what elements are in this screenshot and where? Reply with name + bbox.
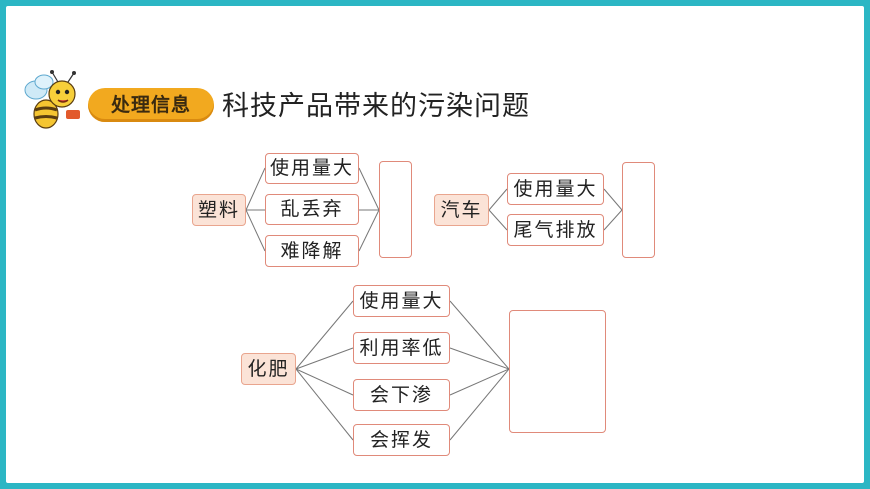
fertilizer-cause-3: 会下渗 — [353, 379, 450, 411]
fertilizer-answer-box[interactable] — [509, 310, 606, 433]
car-answer-box[interactable] — [622, 162, 655, 258]
badge-label: 处理信息 — [110, 94, 191, 116]
fertilizer-cause-4: 会挥发 — [353, 424, 450, 456]
category-plastic: 塑料 — [192, 194, 246, 226]
bee-mascot-icon — [24, 70, 80, 129]
fertilizer-cause-2: 利用率低 — [353, 332, 450, 364]
car-cause-1: 使用量大 — [507, 173, 604, 205]
plastic-cause-1: 使用量大 — [265, 153, 359, 184]
section-badge: 处理信息 — [88, 88, 214, 122]
plastic-cause-3: 难降解 — [265, 235, 359, 267]
plastic-cause-2: 乱丢弃 — [265, 194, 359, 225]
plastic-answer-box[interactable] — [379, 161, 412, 258]
car-cause-2: 尾气排放 — [507, 214, 604, 246]
fertilizer-cause-1: 使用量大 — [353, 285, 450, 317]
page-title: 科技产品带来的污染问题 — [222, 91, 530, 122]
category-fertilizer: 化肥 — [241, 353, 296, 385]
category-car: 汽车 — [434, 194, 489, 226]
